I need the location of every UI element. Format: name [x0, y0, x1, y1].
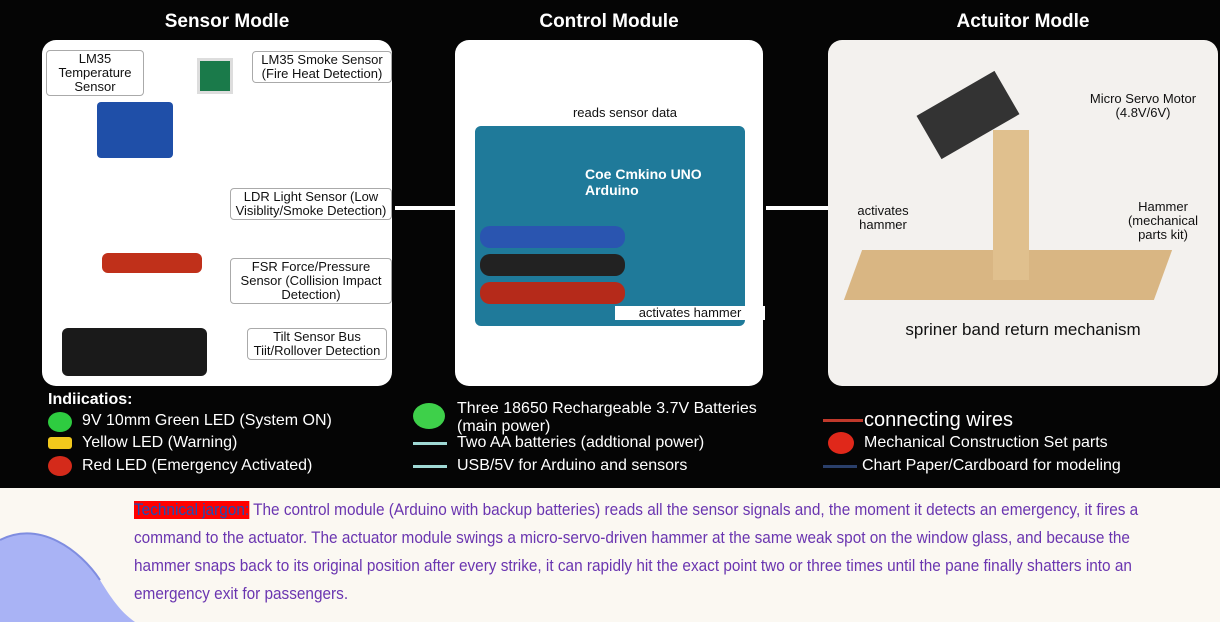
- arduino-board-image: Coe Cmkino UNO Arduino: [475, 126, 745, 326]
- battery-1: [480, 226, 625, 248]
- wood-post-image: [993, 130, 1029, 280]
- actuator-panel: Micro Servo Motor (4.8V/6V) activates ha…: [828, 40, 1218, 386]
- fsr-sensor-label: FSR Force/Pressure Sensor (Collision Imp…: [230, 258, 392, 304]
- hammer-label: Hammer (mechanical parts kit): [1127, 199, 1199, 242]
- tilt-sensor-label: Tilt Sensor Bus Tiit/Rollover Detection: [247, 328, 387, 360]
- description-text: The control module (Arduino with backup …: [134, 501, 1139, 603]
- arduino-board-text: Coe Cmkino UNO Arduino: [585, 166, 702, 198]
- legend-yellow-led: Yellow LED (Warning): [82, 434, 238, 451]
- reads-sensor-label: reads sensor data: [572, 105, 678, 120]
- legend-cardboard: Chart Paper/Cardboard for modeling: [862, 457, 1121, 474]
- sensor-panel: LM35 Temperature Sensor LM35 Smoke Senso…: [42, 40, 392, 386]
- battery-swatch: [413, 403, 445, 429]
- legend-aa-batteries: Two AA batteries (addtional power): [457, 434, 705, 451]
- green-led-swatch: [48, 412, 72, 432]
- battery-holder-image: [62, 328, 207, 376]
- servo-label: Micro Servo Motor (4.8V/6V): [1089, 91, 1197, 120]
- cardboard-swatch: [823, 465, 857, 468]
- battery-2: [480, 254, 625, 276]
- control-to-actuator-arrow: [766, 206, 828, 210]
- decorative-wave: [0, 532, 135, 622]
- ldr-sensor-label: LDR Light Sensor (Low Visiblity/Smoke De…: [230, 188, 392, 220]
- battery-image: [102, 253, 202, 273]
- legend-red-led: Red LED (Emergency Activated): [82, 457, 313, 474]
- mechanical-swatch: [828, 432, 854, 454]
- sensor-board-image: [97, 102, 173, 158]
- aa-batteries-swatch: [413, 442, 447, 445]
- legend-wires: connecting wires: [864, 409, 1013, 431]
- smoke-sensor-image: [197, 58, 233, 94]
- activates-hammer-label: activates hammer: [615, 306, 765, 320]
- sensor-to-control-arrow: [395, 206, 455, 210]
- legend-usb: USB/5V for Arduino and sensors: [457, 457, 688, 474]
- actuator-activates-label: activates hammer: [857, 203, 909, 232]
- battery-3: [480, 282, 625, 304]
- technical-jargon-label: Technical jargon:: [134, 501, 250, 519]
- smoke-sensor-label: LM35 Smoke Sensor (Fire Heat Detection): [252, 51, 392, 83]
- control-panel: reads sensor data Coe Cmkino UNO Arduino…: [455, 40, 765, 386]
- return-mechanism-caption: spriner band return mechanism: [905, 320, 1141, 339]
- legend-green-led: 9V 10mm Green LED (System ON): [82, 412, 332, 429]
- system-diagram: Sensor Modle Control Module Actuitor Mod…: [0, 0, 1220, 488]
- usb-swatch: [413, 465, 447, 468]
- legend-main-batteries: Three 18650 Rechargeable 3.7V Batteries …: [457, 400, 757, 435]
- description-paragraph: Technical jargon: The control module (Ar…: [134, 496, 1176, 608]
- red-led-swatch: [48, 456, 72, 476]
- yellow-led-swatch: [48, 437, 72, 449]
- lm35-temp-label: LM35 Temperature Sensor: [46, 50, 144, 96]
- sensor-module-title: Sensor Modle: [164, 11, 290, 32]
- control-module-title: Control Module: [539, 11, 679, 32]
- legend-mechanical: Mechanical Construction Set parts: [864, 434, 1108, 451]
- wires-swatch: [823, 419, 863, 422]
- legend-heading: Indiicatios:: [48, 391, 133, 408]
- actuator-module-title: Actuitor Modle: [956, 11, 1090, 32]
